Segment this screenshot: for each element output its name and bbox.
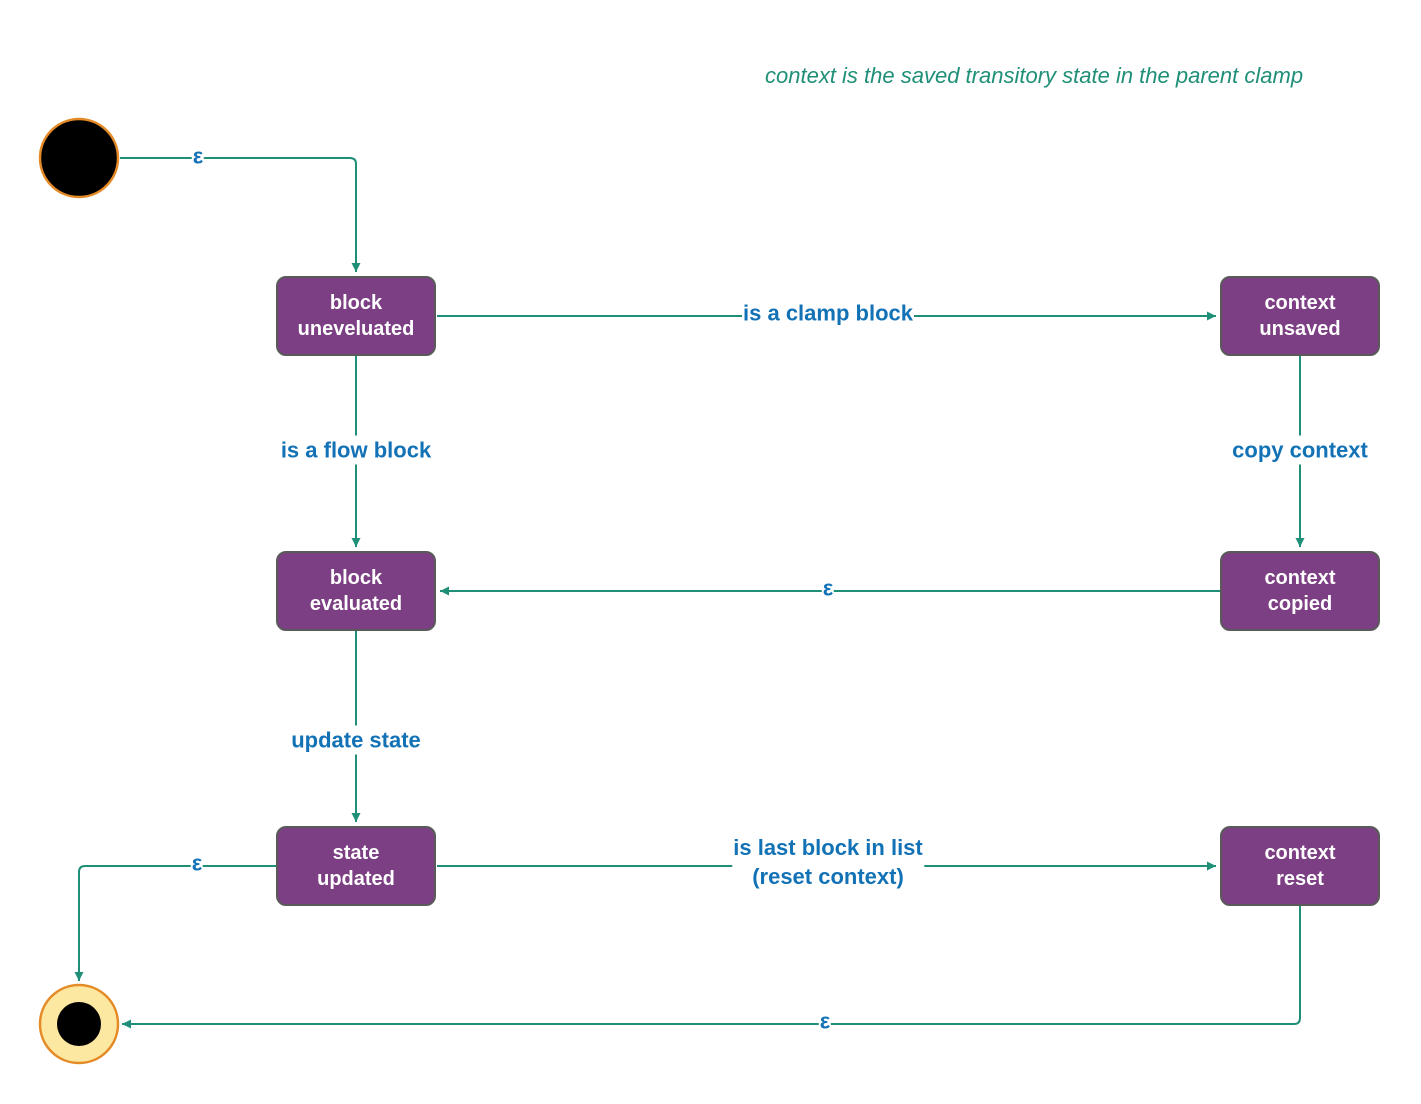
edge-updated-to-end [74,865,276,981]
state-state-updated: state updated [276,826,436,906]
edge-label-update-state: update state [290,725,422,755]
edge-reset-to-end [122,906,1301,1029]
initial-state [38,117,120,199]
diagram-note: context is the saved transitory state in… [765,63,1304,88]
state-label-line2: unsaved [1259,318,1341,340]
edge-label-is-flow-block: is a flow block [279,435,433,465]
state-context-copied: context copied [1220,551,1380,631]
state-label-line1: context [1264,567,1336,589]
state-block-evaluated: block evaluated [276,551,436,631]
edge-label-reset-epsilon: ε [818,1006,832,1036]
edge-label-copy-context: copy context [1231,435,1369,465]
state-label-line1: block [329,567,383,589]
state-label-line2: updated [317,868,395,890]
state-label-line2: evaluated [309,593,403,615]
edge-label-start-epsilon: ε [191,141,205,171]
edge-label-is-clamp-block: is a clamp block [742,298,914,328]
state-context-unsaved: context unsaved [1220,276,1380,356]
final-state [38,983,120,1065]
state-block-unevaluated: block uneveluated [276,276,436,356]
state-context-reset: context reset [1220,826,1380,906]
state-label-line2: reset [1276,868,1324,890]
edge-start-to-unevaluated [120,157,361,272]
state-label-line1: block [329,292,383,314]
state-label-line2: uneveluated [297,318,415,340]
state-label-line1: context [1264,292,1336,314]
edge-label-copied-epsilon: ε [821,573,835,603]
edge-label-updated-epsilon: ε [190,848,204,878]
edge-label-last-block-line2: (reset context) [752,864,904,889]
state-label-line1: context [1264,842,1336,864]
state-label-line1: state [332,842,380,864]
edge-label-last-block: is last block in list (reset context) [732,833,924,891]
edge-label-last-block-line1: is last block in list [733,835,923,860]
state-label-line2: copied [1267,593,1333,615]
